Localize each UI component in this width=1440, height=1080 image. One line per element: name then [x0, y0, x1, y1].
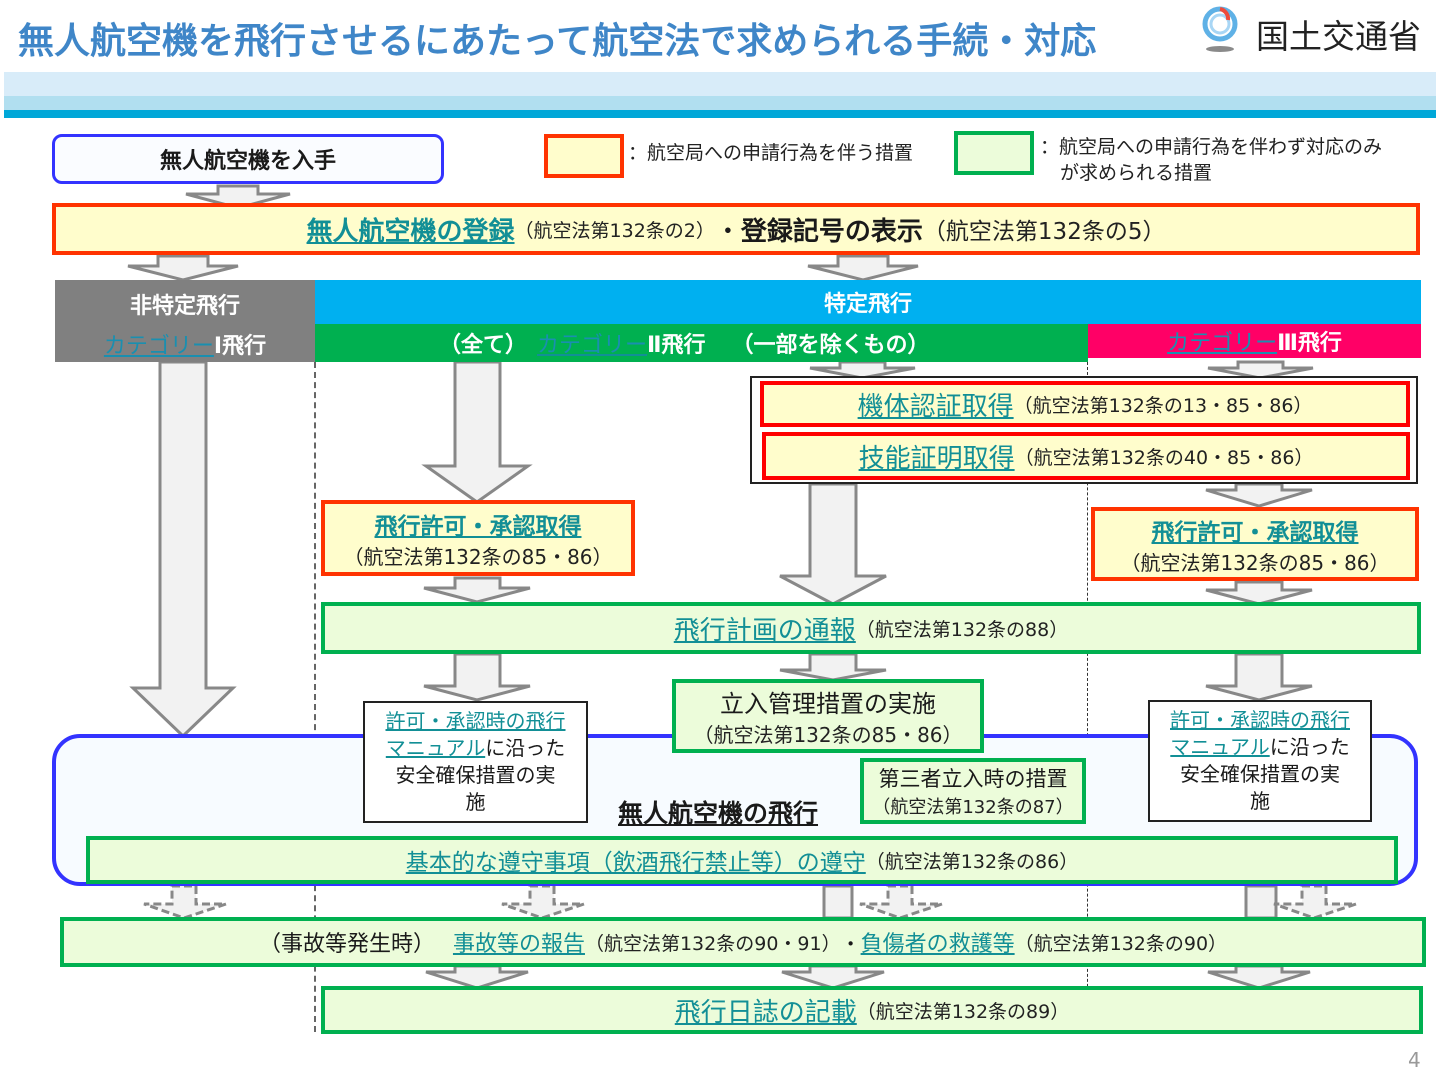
- accident-box: （事故等発生時） 事故等の報告 （航空法第132条の90・91） ・ 負傷者の救…: [60, 917, 1426, 967]
- registration-ref: （航空法第132条の2）: [514, 219, 715, 242]
- arrow-icon: [129, 360, 237, 739]
- third-party-box: 第三者立入時の措置 （航空法第132条の87）: [860, 758, 1086, 824]
- basic-rules-box: 基本的な遵守事項（飲酒飛行禁止等）の遵守 （航空法第132条の86）: [86, 836, 1398, 884]
- arrow-icon: [859, 884, 943, 920]
- flight-permit-box-cat2: 飛行許可・承認取得 （航空法第132条の85・86）: [321, 500, 635, 576]
- drone-flight-label: 無人航空機の飛行: [618, 799, 819, 828]
- column-divider: [314, 362, 316, 1032]
- ministry-name: 国土交通省: [1256, 17, 1421, 56]
- arrow-icon: [423, 576, 531, 604]
- specific-flight-header: 特定飛行: [315, 280, 1421, 324]
- category-2-link[interactable]: カテゴリー: [537, 333, 648, 358]
- aircraft-certification-link[interactable]: 機体認証取得: [857, 391, 1014, 422]
- arrow-icon: [1205, 580, 1313, 606]
- legend-green-label: ：航空局への申請行為を伴わず対応のみ が求められる措置: [1040, 136, 1383, 184]
- access-control-box: 立入管理措置の実施 （航空法第132条の85・86）: [672, 679, 984, 753]
- legend-red-label: ：航空局への申請行為を伴う措置: [628, 142, 914, 164]
- header-band: [4, 96, 1436, 110]
- arrow-icon: [1205, 652, 1313, 702]
- arrow-icon: [425, 964, 529, 990]
- manual-link[interactable]: マニュアル: [385, 736, 486, 760]
- page-title: 無人航空機を飛行させるにあたって航空法で求められる手続・対応: [18, 21, 1097, 62]
- manual-safety-box-cat3: 許可・承認時の飛行 マニュアルに沿った 安全確保措置の実 施: [1148, 700, 1372, 822]
- pilot-license-link[interactable]: 技能証明取得: [858, 443, 1015, 474]
- flight-plan-link[interactable]: 飛行計画の通報: [673, 615, 856, 646]
- arrow-icon: [143, 884, 227, 920]
- arrow-icon: [1207, 964, 1311, 990]
- arrow-icon: [1244, 884, 1278, 920]
- manual-link[interactable]: 許可・承認時の飛行: [385, 709, 566, 733]
- registration-box: 無人航空機の登録 （航空法第132条の2） ・ 登録記号の表示 （航空法第132…: [52, 203, 1420, 255]
- flight-permit-link[interactable]: 飛行許可・承認取得: [1151, 519, 1359, 546]
- basic-rules-link[interactable]: 基本的な遵守事項（飲酒飛行禁止等）の遵守: [405, 850, 866, 876]
- registration-mark-ref: （航空法第132条の5）: [922, 219, 1166, 245]
- arrow-icon: [127, 254, 239, 282]
- registration-mark-title: 登録記号の表示: [740, 216, 923, 247]
- arrow-icon: [1207, 360, 1314, 380]
- obtain-drone-box: 無人航空機を入手: [52, 134, 444, 184]
- header-band: [4, 110, 1436, 118]
- mlit-logo: 国土交通省: [1198, 6, 1438, 56]
- non-specific-flight-header: 非特定飛行 カテゴリーⅠ飛行: [55, 280, 315, 362]
- legend-red-swatch: [544, 134, 624, 178]
- flight-permit-link[interactable]: 飛行許可・承認取得: [374, 513, 582, 540]
- accident-report-link[interactable]: 事故等の報告: [452, 932, 585, 957]
- mlit-emblem-icon: [1202, 6, 1238, 52]
- arrow-icon: [185, 184, 291, 210]
- flight-log-box: 飛行日誌の記載 （航空法第132条の89）: [321, 986, 1423, 1034]
- arrow-icon: [1273, 884, 1357, 920]
- category-3-link[interactable]: カテゴリー: [1167, 331, 1278, 356]
- arrow-icon: [501, 884, 585, 920]
- flight-plan-box: 飛行計画の通報 （航空法第132条の88）: [321, 602, 1421, 654]
- flight-permit-box-cat3: 飛行許可・承認取得 （航空法第132条の85・86）: [1091, 507, 1419, 581]
- arrow-icon: [807, 254, 919, 282]
- arrow-icon: [779, 652, 887, 682]
- arrow-icon: [781, 964, 885, 990]
- manual-safety-box-cat2: 許可・承認時の飛行 マニュアルに沿った 安全確保措置の実 施: [363, 701, 588, 823]
- manual-link[interactable]: マニュアル: [1170, 735, 1270, 759]
- flight-log-link[interactable]: 飛行日誌の記載: [674, 997, 857, 1028]
- header-band: [4, 72, 1436, 96]
- registration-link[interactable]: 無人航空機の登録: [306, 216, 515, 247]
- legend-green-swatch: [954, 131, 1034, 175]
- column-divider: [1087, 362, 1088, 1032]
- category-1-link[interactable]: カテゴリー: [103, 334, 214, 359]
- arrow-icon: [1205, 482, 1313, 508]
- manual-link[interactable]: 許可・承認時の飛行: [1170, 708, 1350, 732]
- arrow-icon: [822, 884, 854, 920]
- arrow-icon: [423, 652, 531, 702]
- pilot-license-box: 技能証明取得 （航空法第132条の40・85・86）: [762, 432, 1410, 480]
- aircraft-certification-box: 機体認証取得 （航空法第132条の13・85・86）: [760, 381, 1410, 427]
- page-number: 4: [1408, 1048, 1421, 1072]
- arrow-icon: [421, 360, 533, 504]
- injured-rescue-link[interactable]: 負傷者の救護等: [860, 932, 1015, 957]
- arrow-icon: [779, 482, 887, 606]
- obtain-drone-label: 無人航空機を入手: [159, 149, 336, 174]
- arrow-icon: [809, 360, 916, 380]
